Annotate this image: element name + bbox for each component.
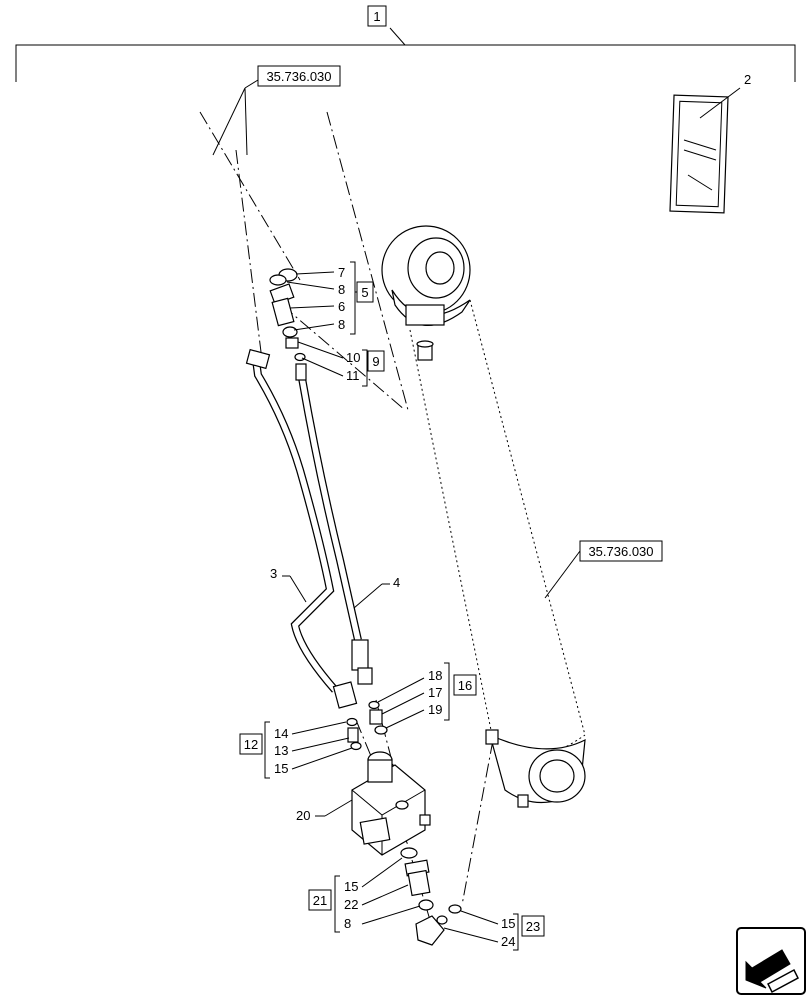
kit-9-label: 9 xyxy=(372,354,379,369)
callout-8-lower: 8 xyxy=(338,317,345,332)
instruction-leaflet: 2 xyxy=(669,72,751,214)
kit-16: 18 17 19 16 xyxy=(377,662,477,729)
reference-top[interactable]: 35.736.030 xyxy=(212,65,341,156)
callout-7: 7 xyxy=(338,265,345,280)
assembly-bracket: 1 xyxy=(15,5,796,82)
callout-4: 4 xyxy=(393,575,400,590)
kit-23-label: 23 xyxy=(526,919,540,934)
kit-16-label: 16 xyxy=(458,678,472,693)
callout-24: 24 xyxy=(501,934,515,949)
valve-block xyxy=(351,751,431,856)
callout-11: 11 xyxy=(346,368,360,383)
kit-21: 15 22 8 21 xyxy=(308,857,421,933)
assembly-number-label: 1 xyxy=(373,9,380,24)
callout-15-left: 15 xyxy=(274,761,288,776)
pipe-3 xyxy=(245,348,358,709)
kit-12-label: 12 xyxy=(244,737,258,752)
callout-8-upper: 8 xyxy=(338,282,345,297)
callout-20: 20 xyxy=(296,808,310,823)
callout-8-bottom: 8 xyxy=(344,916,351,931)
callout-2: 2 xyxy=(744,72,751,87)
pipe-4 xyxy=(295,363,373,685)
callout-22: 22 xyxy=(344,897,358,912)
callout-6: 6 xyxy=(338,299,345,314)
valve-callout: 20 xyxy=(296,799,353,823)
reference-top-label: 35.736.030 xyxy=(266,69,331,84)
hydraulic-cylinder xyxy=(381,225,586,808)
reference-right[interactable]: 35.736.030 xyxy=(544,540,663,599)
callout-15-right: 15 xyxy=(501,916,515,931)
pipe-callouts: 3 4 xyxy=(270,566,400,609)
callout-13: 13 xyxy=(274,743,288,758)
callout-17: 17 xyxy=(428,685,442,700)
upper-fittings xyxy=(269,268,306,362)
kit-9: 10 11 9 xyxy=(297,341,385,387)
callout-14: 14 xyxy=(274,726,288,741)
callout-3: 3 xyxy=(270,566,277,581)
callout-18: 18 xyxy=(428,668,442,683)
kit-5: 7 8 6 8 5 xyxy=(286,261,374,335)
lower-fittings xyxy=(346,700,388,751)
kit-12: 14 13 15 12 xyxy=(239,721,353,779)
bottom-fittings xyxy=(400,847,462,946)
callout-15-mid: 15 xyxy=(344,879,358,894)
next-page-arrow-icon[interactable] xyxy=(736,927,806,995)
callout-10: 10 xyxy=(346,350,360,365)
reference-right-label: 35.736.030 xyxy=(588,544,653,559)
kit-23: 15 24 23 xyxy=(443,910,545,951)
kit-21-label: 21 xyxy=(313,893,327,908)
callout-19: 19 xyxy=(428,702,442,717)
kit-5-label: 5 xyxy=(361,285,368,300)
